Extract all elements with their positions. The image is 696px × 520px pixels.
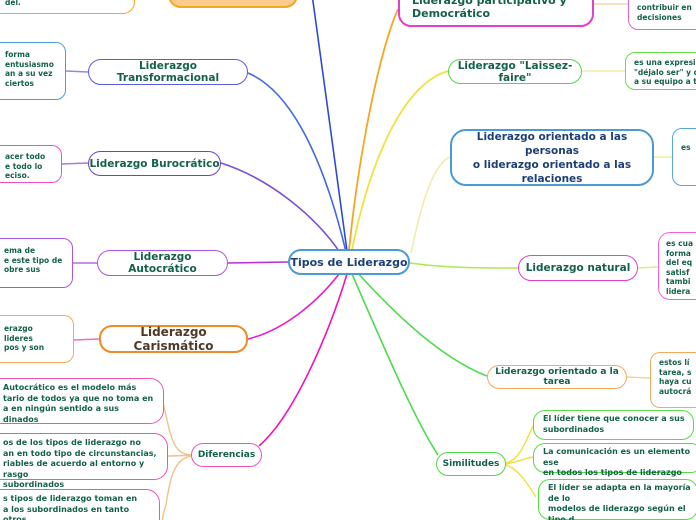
connector-diferencias-leaf1 [162, 401, 192, 456]
connector-natural-leaf [637, 266, 659, 269]
diferencias-3-text: s tipos de liderazgo toman en a los subo… [3, 494, 138, 520]
connector-center-tarea [355, 270, 488, 377]
similitudes-label: Similitudes [442, 459, 500, 469]
connector-burocratico-leaf [61, 162, 89, 165]
connector-center-natural [409, 262, 519, 269]
connector-center-diferencias [258, 273, 348, 447]
node-liderazgo-natural[interactable]: Liderazgo natural [518, 255, 638, 281]
burocratico-label: Liderazgo Burocrático [89, 157, 220, 170]
connector-similitudes-leaf3 [505, 464, 537, 498]
connector-center-burocratico [220, 162, 342, 255]
node-liderazgo-burocratico[interactable]: Liderazgo Burocrático [88, 151, 221, 176]
node-liderazgo-transformacional[interactable]: Liderazgo Transformacional [88, 59, 248, 85]
connector-diferencias-leaf2 [166, 454, 192, 457]
democratico-label: Liderazgo participativo y Democrático [412, 0, 567, 20]
personas-label: Liderazgo orientado a las personas o lid… [472, 130, 632, 185]
node-topcenter-filled-cut[interactable] [168, 0, 298, 8]
central-topic-node[interactable]: Tipos de Liderazgo [288, 249, 410, 275]
leaf-carismatico-note[interactable]: erazgo lideres pos y son [0, 315, 74, 363]
connector-carismatico-leaf [73, 338, 100, 341]
leaf-similitudes-1[interactable]: El líder tiene que conocer a sus subordi… [533, 410, 694, 440]
connector-center-transformacional [247, 72, 347, 253]
connector-center-carismatico [247, 269, 343, 340]
leaf-similitudes-3[interactable]: El líder se adapta en la mayoría de lo m… [538, 479, 696, 520]
autocratico-note-text: ema de e este tipo de obre sus [4, 246, 63, 275]
transformacional-label: Liderazgo Transformacional [116, 60, 220, 84]
personas-note-text: es [681, 143, 691, 152]
leaf-laissez-note[interactable]: es una expresión "déjalo ser" y de a su … [625, 52, 696, 90]
leaf-topleft-cut-note[interactable]: del. [0, 0, 135, 14]
node-liderazgo-laissez-faire[interactable]: Liderazgo "Laissez-faire" [448, 59, 582, 84]
node-liderazgo-orientado-personas[interactable]: Liderazgo orientado a las personas o lid… [450, 129, 654, 186]
connector-diferencias-leaf3 [161, 455, 192, 520]
leaf-diferencias-3[interactable]: s tipos de liderazgo toman en a los subo… [0, 489, 160, 520]
diferencias-1-text: Autocrático es el modelo más tario de to… [3, 383, 154, 424]
similitudes-1-text: El líder tiene que conocer a sus subordi… [543, 414, 685, 434]
burocratico-note-text: acer todo e todo lo eciso. [5, 152, 46, 181]
leaf-transformacional-note[interactable]: forma entusiasmo an a su vez ciertos [0, 42, 66, 100]
similitudes-3-text: El líder se adapta en la mayoría de lo m… [548, 483, 691, 520]
leaf-topleft-text: del. [5, 0, 21, 8]
connector-center-autocratico [227, 261, 289, 264]
leaf-autocratico-note[interactable]: ema de e este tipo de obre sus [0, 238, 73, 288]
laissez-label: Liderazgo "Laissez-faire" [457, 59, 573, 84]
connector-center-similitudes [351, 273, 439, 456]
carismatico-label: Liderazgo Carismático [133, 325, 214, 353]
leaf-tarea-note[interactable]: estos lí tarea, s haya cu autocrá [650, 352, 696, 408]
similitudes-2-text: La comunicación es un elemento ese en to… [543, 447, 691, 478]
tarea-label: Liderazgo orientado a la tarea [495, 367, 619, 387]
natural-note-text: es cua forma del eq satisf tambi lidera [666, 239, 694, 296]
natural-label: Liderazgo natural [525, 262, 631, 274]
central-topic-label: Tipos de Liderazgo [290, 255, 408, 269]
leaf-burocratico-note[interactable]: acer todo e todo lo eciso. [0, 145, 62, 183]
connector-center-offscreen-top [311, 0, 348, 252]
diferencias-2-text: os de los tipos de liderazgo no an en to… [3, 438, 157, 490]
node-liderazgo-democratico[interactable]: Liderazgo participativo y Democrático [398, 0, 594, 27]
node-liderazgo-autocratico[interactable]: Liderazgo Autocrático [97, 250, 228, 276]
connector-transformacional-leaf [65, 70, 89, 73]
transformacional-note-text: forma entusiasmo an a su vez ciertos [5, 50, 54, 88]
leaf-similitudes-2[interactable]: La comunicación es un elemento ese en to… [533, 443, 696, 477]
diferencias-label: Diferencias [197, 450, 256, 460]
node-liderazgo-orientado-tarea[interactable]: Liderazgo orientado a la tarea [487, 365, 627, 389]
connector-similitudes-leaf1 [505, 425, 534, 464]
laissez-note-text: es una expresión "déjalo ser" y de a su … [634, 58, 696, 87]
node-liderazgo-carismatico[interactable]: Liderazgo Carismático [99, 325, 248, 353]
connector-tarea-leaf [626, 376, 651, 379]
leaf-natural-note[interactable]: es cua forma del eq satisf tambi lidera [658, 232, 696, 300]
node-similitudes[interactable]: Similitudes [436, 452, 506, 476]
democratico-note-text: contribuir en decisiones [637, 3, 692, 22]
tarea-note-text: estos lí tarea, s haya cu autocrá [659, 358, 692, 396]
connector-center-democratico [348, 8, 399, 251]
connector-center-laissez [351, 70, 449, 251]
leaf-diferencias-2[interactable]: os de los tipos de liderazgo no an en to… [0, 433, 168, 489]
connector-similitudes-leaf2 [505, 456, 534, 465]
leaf-diferencias-1[interactable]: Autocrático es el modelo más tario de to… [0, 378, 164, 424]
node-diferencias[interactable]: Diferencias [191, 443, 262, 467]
connector-center-personas [410, 156, 451, 254]
leaf-personas-note[interactable]: es [672, 128, 696, 186]
leaf-democratico-note[interactable]: contribuir en decisiones [628, 0, 696, 30]
autocratico-label: Liderazgo Autocrático [128, 251, 197, 275]
carismatico-note-text: erazgo lideres pos y son [4, 324, 45, 353]
